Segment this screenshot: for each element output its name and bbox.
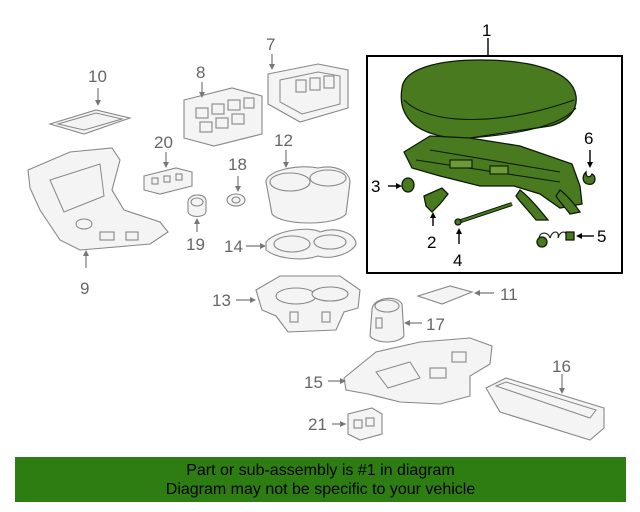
switch-part-21[interactable] xyxy=(347,407,383,441)
plug-part-18[interactable] xyxy=(226,193,246,207)
parts-diagram: 1 2 3 4 5 xyxy=(27,21,623,441)
pad-part-11[interactable] xyxy=(416,285,474,305)
callout-12[interactable]: 12 xyxy=(274,131,293,150)
callout-16[interactable]: 16 xyxy=(552,357,571,376)
callout-15[interactable]: 15 xyxy=(304,373,323,392)
armrest-base[interactable] xyxy=(403,135,583,221)
console-trim-part-9[interactable] xyxy=(27,147,169,251)
cupholder-housing-part-13[interactable] xyxy=(255,275,361,333)
callout-2[interactable]: 2 xyxy=(427,233,436,252)
active-arrowheads xyxy=(396,162,593,239)
callout-5[interactable]: 5 xyxy=(597,227,606,246)
callout-18[interactable]: 18 xyxy=(228,155,247,174)
callout-1[interactable]: 1 xyxy=(482,21,491,40)
cupholder-insert-part-12[interactable] xyxy=(265,166,351,224)
switch-panel-part-8[interactable] xyxy=(183,87,263,147)
subassembly-box xyxy=(366,55,623,274)
callout-20[interactable]: 20 xyxy=(154,133,173,152)
clip-part-6[interactable] xyxy=(582,170,596,185)
callout-14[interactable]: 14 xyxy=(224,237,243,256)
callout-17[interactable]: 17 xyxy=(426,315,445,334)
callout-19[interactable]: 19 xyxy=(186,235,205,254)
callout-7[interactable]: 7 xyxy=(266,35,275,54)
callout-13[interactable]: 13 xyxy=(212,291,231,310)
switch-part-20[interactable] xyxy=(143,167,193,195)
banner-line-1: Part or sub-assembly is #1 in diagram xyxy=(186,461,455,479)
callout-8[interactable]: 8 xyxy=(196,63,205,82)
bezel-part-7[interactable] xyxy=(267,63,349,123)
shifter-part-17[interactable] xyxy=(369,297,405,343)
callout-6[interactable]: 6 xyxy=(584,129,593,148)
info-banner: Part or sub-assembly is #1 in diagram Di… xyxy=(15,457,626,502)
mat-part-10[interactable] xyxy=(48,109,132,135)
callout-21[interactable]: 21 xyxy=(308,415,327,434)
rod-part-4[interactable] xyxy=(454,202,513,226)
callout-10[interactable]: 10 xyxy=(88,67,107,86)
armrest-lid[interactable] xyxy=(400,59,577,139)
spring-part-5[interactable] xyxy=(536,231,575,248)
bumper-part-3[interactable] xyxy=(401,177,415,193)
callout-3[interactable]: 3 xyxy=(371,177,380,196)
latch-part-2[interactable] xyxy=(423,187,449,226)
leader-arrowheads xyxy=(83,64,565,427)
storage-bin-part-16[interactable] xyxy=(485,377,605,441)
socket-part-19[interactable] xyxy=(187,194,207,218)
callout-11[interactable]: 11 xyxy=(500,285,518,304)
callout-4[interactable]: 4 xyxy=(453,251,462,270)
callout-9[interactable]: 9 xyxy=(80,279,89,298)
console-base-part-15[interactable] xyxy=(343,337,493,405)
banner-line-2: Diagram may not be specific to your vehi… xyxy=(165,480,476,498)
trim-ring-part-14[interactable] xyxy=(265,228,357,260)
